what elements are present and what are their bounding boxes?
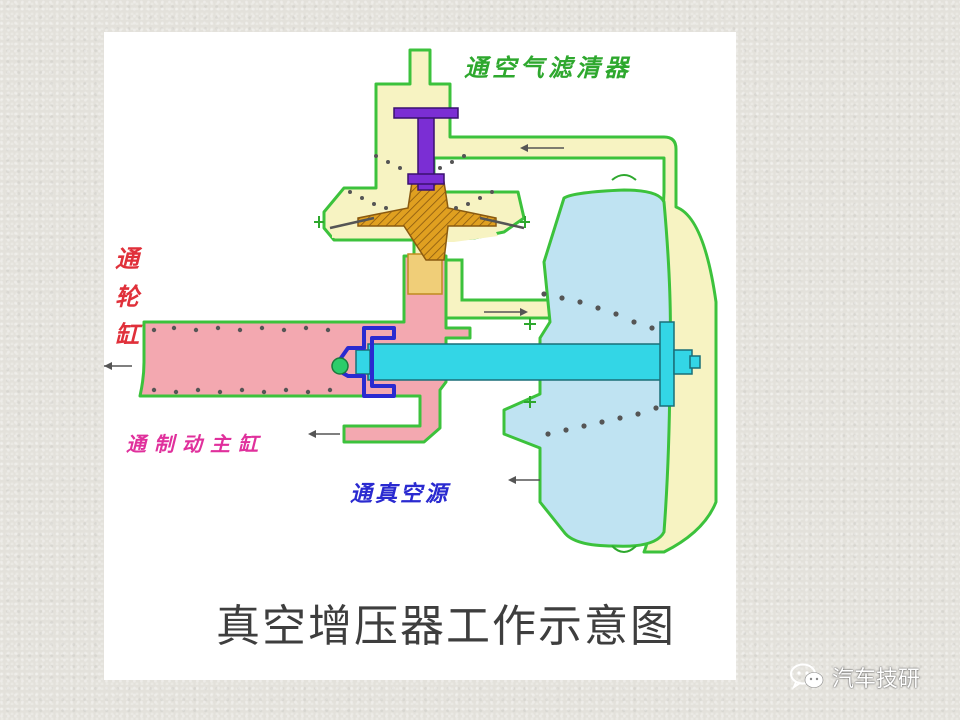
label-master-cylinder: 通制动主缸 xyxy=(126,432,266,456)
wechat-icon xyxy=(790,663,824,690)
label-air-filter: 通空气滤清器 xyxy=(464,54,632,82)
arrow-to-wheel-cylinder xyxy=(104,362,112,370)
valve-spring xyxy=(348,154,494,210)
vacuum-chamber-spring xyxy=(541,291,659,437)
plunger-seal xyxy=(332,326,396,398)
springs xyxy=(151,154,659,437)
seal-marks xyxy=(314,174,637,553)
push-rod xyxy=(367,343,667,381)
ball-valve xyxy=(331,357,349,375)
valve-collar xyxy=(407,173,445,185)
diagram-panel: 通空气滤清器 通轮缸 通制动主缸 通真空源 真空增压器工作示意图 xyxy=(104,32,736,680)
arrow-air-return xyxy=(520,144,528,152)
push-rod-assembly xyxy=(331,321,701,407)
diaphragm-right xyxy=(479,216,525,230)
arrow-to-master-cylinder xyxy=(308,430,316,438)
valve-cap xyxy=(393,107,459,119)
arrow-to-vacuum-source xyxy=(508,476,516,484)
power-piston-plate xyxy=(659,321,675,407)
label-wheel-cylinder: 通轮缸 xyxy=(115,245,139,349)
arrow-air-duct xyxy=(520,308,528,316)
diagram-title: 真空增压器工作示意图 xyxy=(216,601,676,652)
air-duct-lower xyxy=(442,258,556,320)
watermark: 汽车技研 xyxy=(790,662,920,692)
label-vacuum-source: 通真空源 xyxy=(350,482,451,507)
vacuum-booster-diagram xyxy=(104,48,718,554)
push-rod-tip xyxy=(355,349,371,375)
hydraulic-spring xyxy=(151,325,333,395)
piston-bolt xyxy=(689,355,701,369)
diaphragm-left xyxy=(329,216,375,230)
watermark-text: 汽车技研 xyxy=(832,667,921,692)
flow-arrows xyxy=(104,144,564,484)
control-valve xyxy=(329,107,525,261)
